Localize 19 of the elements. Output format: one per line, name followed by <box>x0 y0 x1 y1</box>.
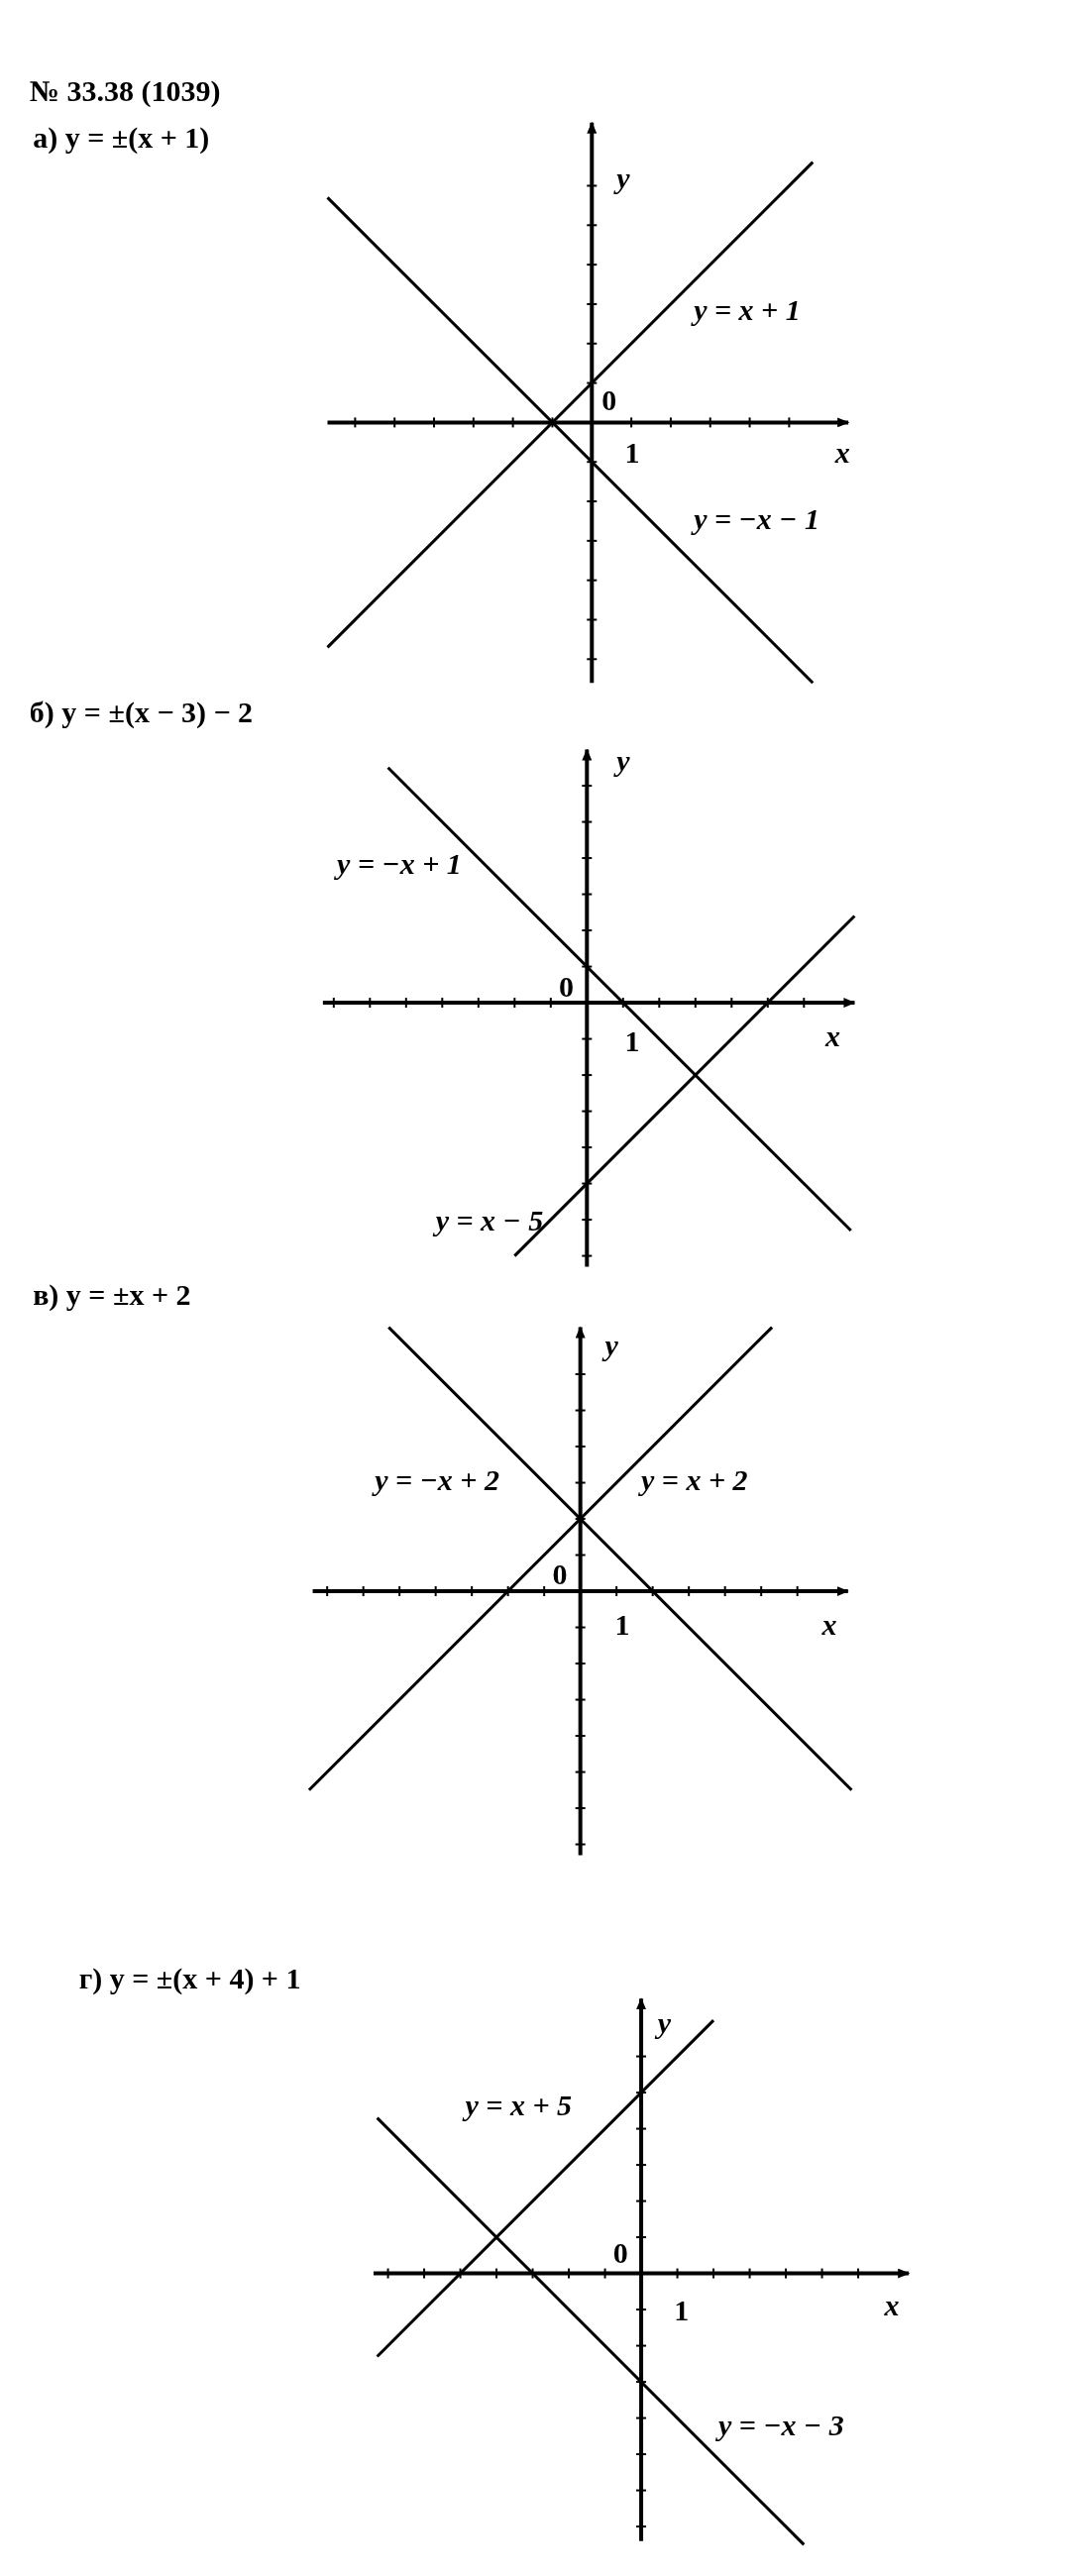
axis-label: x <box>884 2288 900 2321</box>
axis-label: x <box>824 1019 840 1052</box>
part-heading: г) y = ±(x + 4) + 1 <box>78 1961 301 1994</box>
tick-label: 1 <box>614 1607 630 1641</box>
part-heading: а) y = ±(x + 1) <box>33 120 210 154</box>
axis-label: x <box>821 1607 837 1641</box>
tick-label: 1 <box>624 435 640 469</box>
part-heading: в) y = ±x + 2 <box>33 1277 191 1311</box>
axis-label: y <box>657 2005 671 2039</box>
tick-label: 1 <box>674 2293 690 2326</box>
tick-label: 1 <box>624 1023 640 1057</box>
tick-label: 0 <box>559 969 575 1003</box>
tick-label: 0 <box>552 1556 568 1590</box>
part-heading: б) y = ±(x − 3) − 2 <box>29 695 254 728</box>
tick-label: 0 <box>601 382 617 416</box>
title: № 33.38 (1039) <box>29 73 221 107</box>
axis-label: x <box>834 435 850 469</box>
tick-label: 0 <box>612 2235 628 2269</box>
equation-label: y = x − 5 <box>435 1203 544 1236</box>
